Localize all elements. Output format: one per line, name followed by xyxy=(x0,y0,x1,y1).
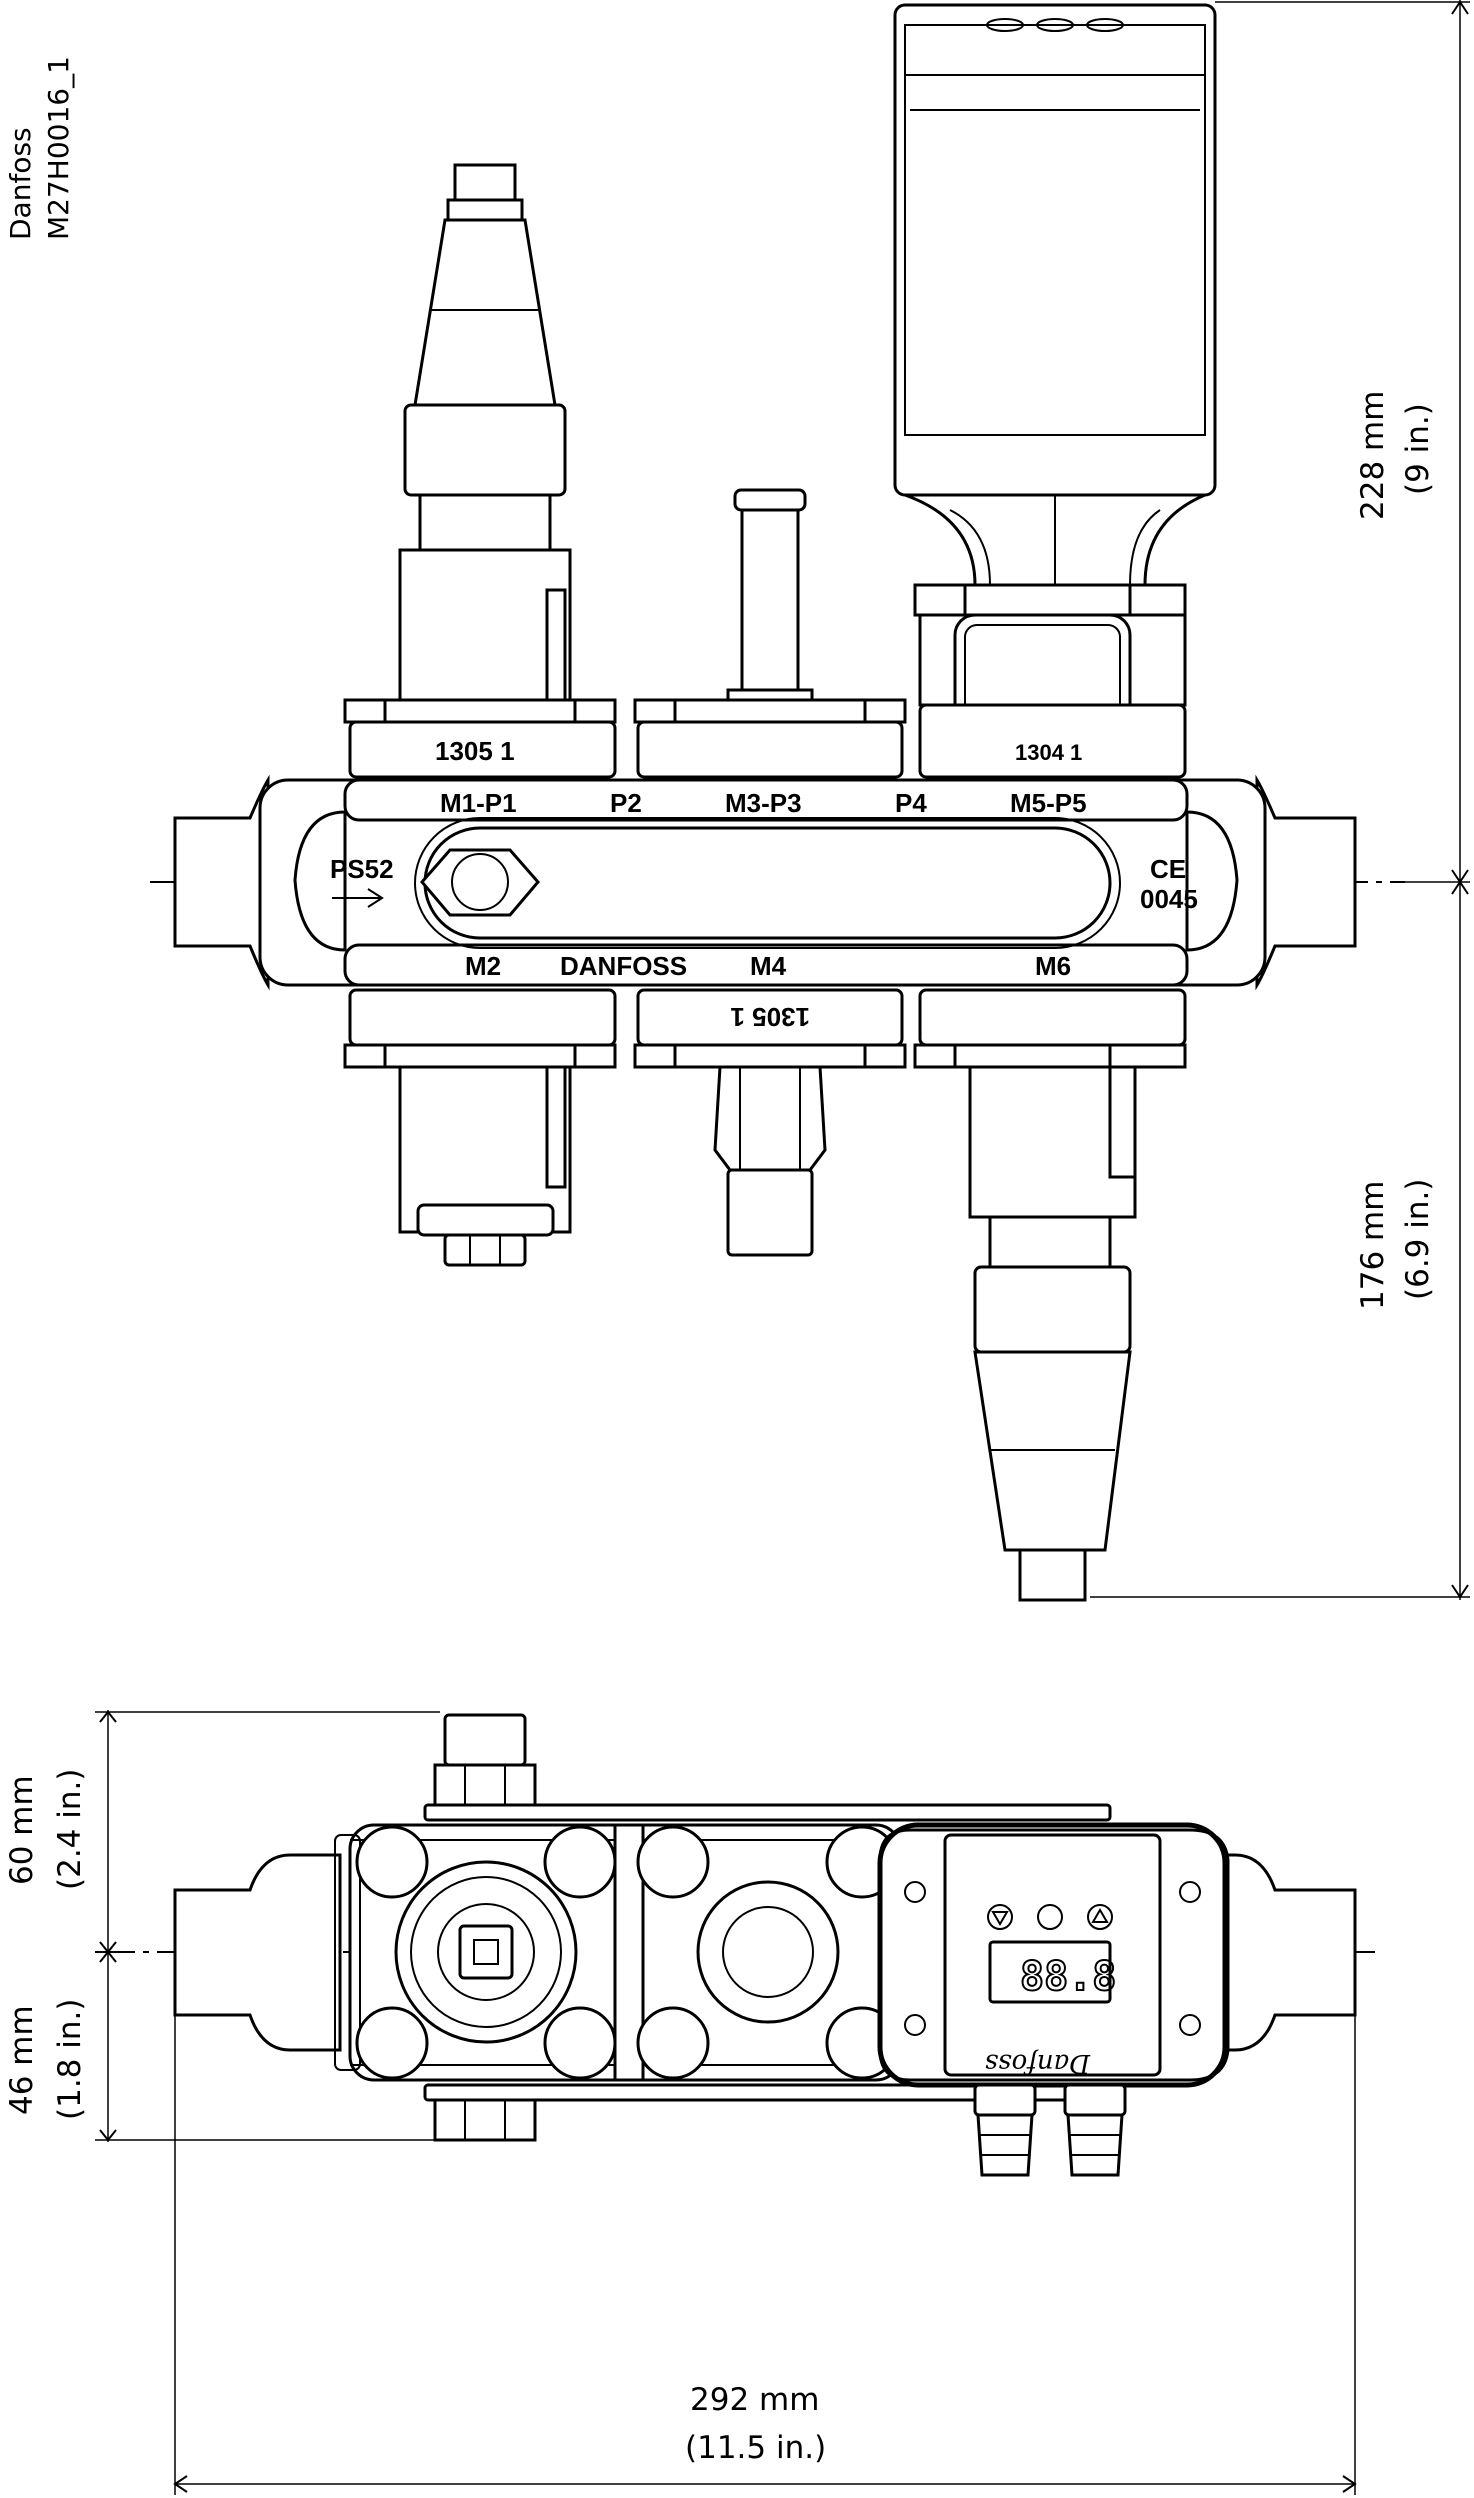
top-left-valve: 1305 1 xyxy=(343,163,617,779)
ce-mark: CE xyxy=(1150,854,1186,884)
bottom-flanges: 1305 1 xyxy=(343,988,1187,1069)
height-bottom-mm: 176 mm xyxy=(1355,1181,1391,1310)
digital-display xyxy=(988,1940,1112,2004)
width-dimension xyxy=(173,2015,1357,2495)
depth-top-mm: 60 mm xyxy=(4,1775,40,1885)
down-button-icon[interactable] xyxy=(987,1904,1013,1930)
depth-top-in: (2.4 in.) xyxy=(52,1769,88,1890)
port-label-m3-p3: M3-P3 xyxy=(725,788,802,818)
left-boss xyxy=(293,810,347,952)
code-bottom: 1305 1 xyxy=(730,1002,810,1032)
top-view: 88.8 Danfoss 60 mm (2.4 in.) 46 mm (1.8 … xyxy=(4,1710,1380,2495)
front-height-dimension xyxy=(1090,0,1470,1600)
depth-dimension xyxy=(95,1710,440,2142)
display-digits: 88.8 xyxy=(1020,1954,1116,2000)
height-bottom-in: (6.9 in.) xyxy=(1400,1179,1436,1300)
housing-upper-band xyxy=(343,778,1189,822)
power-button-icon[interactable] xyxy=(1037,1904,1063,1930)
housing-lower-band xyxy=(343,943,1189,987)
brand-label: Danfoss xyxy=(4,127,37,240)
bottom-middle-stem xyxy=(713,1065,827,1257)
height-top-in: (9 in.) xyxy=(1400,403,1436,495)
code-top-right: 1304 1 xyxy=(1015,740,1082,765)
port-label-m1-p1: M1-P1 xyxy=(440,788,517,818)
bottom-right-valve xyxy=(968,1065,1137,1602)
up-button-icon[interactable] xyxy=(1087,1904,1113,1930)
flow-arrow-icon xyxy=(332,888,384,908)
right-boss xyxy=(1185,810,1239,952)
port-label-p2: P2 xyxy=(610,788,642,818)
document-meta: Danfoss M27H0016_1 xyxy=(4,56,75,240)
width-mm: 292 mm xyxy=(690,2382,819,2418)
left-pipe-stub xyxy=(173,774,270,991)
port-label-m2: M2 xyxy=(465,951,501,981)
right-pipe-stub xyxy=(1255,774,1357,991)
hex-plug-face xyxy=(451,853,509,911)
port-label-m5-p5: M5-P5 xyxy=(1010,788,1087,818)
drawing-id: M27H0016_1 xyxy=(42,56,75,240)
code-top-left: 1305 1 xyxy=(435,736,515,766)
front-view: M1-P1 P2 M3-P3 P4 M5-P5 M2 DANFOSS M4 M6… xyxy=(150,0,1470,1602)
actuator-housing xyxy=(893,3,1217,497)
height-top-mm: 228 mm xyxy=(1355,391,1391,520)
depth-bottom-in: (1.8 in.) xyxy=(52,1999,88,2120)
depth-bottom-mm: 46 mm xyxy=(4,2005,40,2115)
port-label-m4: M4 xyxy=(750,951,787,981)
port-label-m6: M6 xyxy=(1035,951,1071,981)
display-brand-script: Danfoss xyxy=(985,2048,1091,2078)
ps-marking: PS52 xyxy=(330,854,394,884)
housing-slot-inner xyxy=(414,817,1121,949)
width-in: (11.5 in.) xyxy=(685,2430,826,2466)
port-label-danfoss: DANFOSS xyxy=(560,951,687,981)
bottom-left-valve xyxy=(398,1065,572,1267)
top-left-pipe-stub xyxy=(173,1853,342,2052)
top-middle-solenoid xyxy=(633,488,907,779)
top-right-actuator: 1304 1 xyxy=(893,3,1217,779)
controller-box: 88.8 Danfoss xyxy=(877,1822,1230,2177)
hex-plug xyxy=(420,848,540,917)
port-label-p4: P4 xyxy=(895,788,927,818)
ce-number: 0045 xyxy=(1140,884,1198,914)
